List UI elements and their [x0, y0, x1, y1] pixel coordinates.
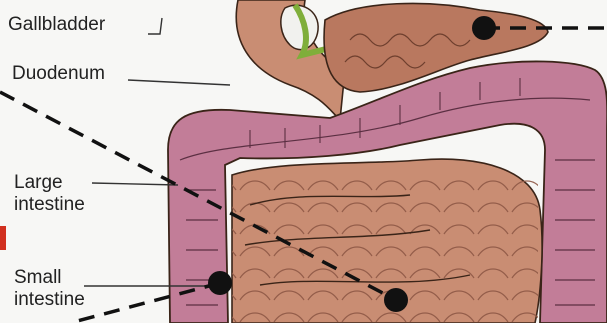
label-large-intestine-line1: Large [14, 172, 85, 194]
marker-dot-small-intestine [384, 288, 408, 312]
label-small-intestine-line2: intestine [14, 289, 85, 311]
marker-dot-pancreas [472, 16, 496, 40]
marker-dot-large-intestine [208, 271, 232, 295]
red-marker-fragment [0, 226, 6, 250]
label-large-intestine: Large intestine [14, 172, 85, 216]
label-small-intestine: Small intestine [14, 267, 85, 311]
label-small-intestine-line1: Small [14, 267, 85, 289]
label-large-intestine-line2: intestine [14, 194, 85, 216]
label-duodenum: Duodenum [12, 63, 105, 85]
label-gallbladder: Gallbladder [8, 14, 105, 36]
